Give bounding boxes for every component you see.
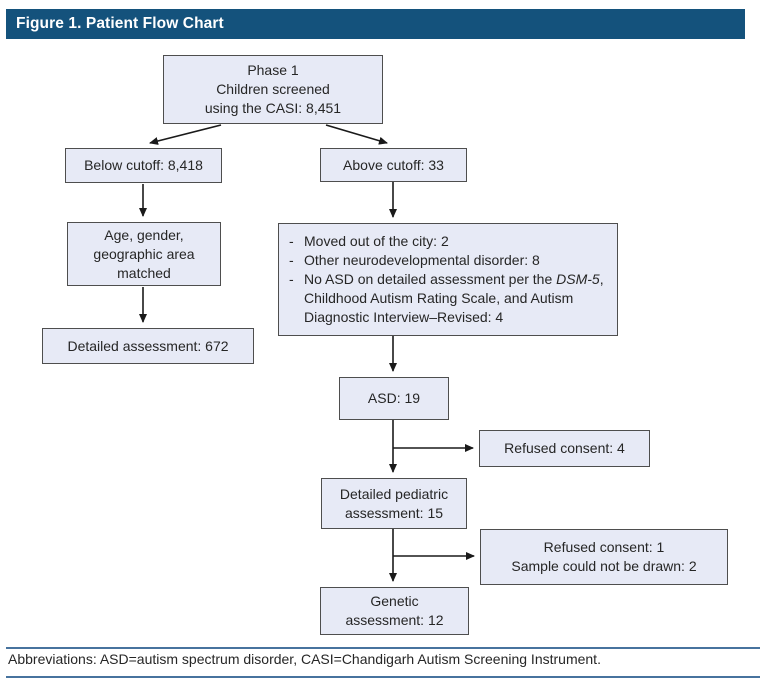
exclusion-item: - No ASD on detailed assessment per the … (289, 270, 607, 327)
arrow-phase1-to-above (325, 124, 388, 145)
node-matched: Age, gender, geographic area matched (67, 222, 221, 286)
bullet-marker: - (289, 252, 294, 268)
node-detailed-assessment: Detailed assessment: 672 (42, 328, 254, 364)
figure-title: Figure 1. Patient Flow Chart (16, 15, 224, 32)
node-asd: ASD: 19 (339, 377, 449, 420)
node-refused-consent-b-line2: Sample could not be drawn: 2 (511, 558, 697, 574)
node-refused-consent-a: Refused consent: 4 (479, 430, 650, 467)
exclusion-item-text-italic: DSM-5 (556, 271, 600, 287)
node-detailed-assessment-label: Detailed assessment: 672 (67, 337, 229, 354)
exclusion-item: - Moved out of the city: 2 (289, 232, 449, 251)
footer-rule-bottom (6, 676, 760, 678)
node-pediatric-line2: assessment: 15 (344, 504, 444, 521)
node-pediatric-line1: Detailed pediatric (339, 485, 449, 502)
exclusion-item-text: Other neurodevelopmental disorder: 8 (304, 252, 540, 268)
node-genetic-line1: Genetic (370, 593, 419, 609)
exclusion-item-text: No ASD on detailed assessment per the DS… (304, 270, 607, 327)
node-exclusions: - Moved out of the city: 2 - Other neuro… (278, 223, 618, 336)
node-matched-line3: matched (117, 264, 171, 281)
bullet-marker: - (289, 271, 294, 287)
node-above-cutoff-label: Above cutoff: 33 (343, 156, 444, 173)
node-pediatric: Detailed pediatric assessment: 15 (321, 478, 467, 529)
node-below-cutoff: Below cutoff: 8,418 (65, 148, 222, 183)
node-phase1: Phase 1 Children screened using the CASI… (163, 55, 383, 124)
node-genetic-line2: assessment: 12 (345, 612, 444, 628)
node-refused-consent-b-line1: Refused consent: 1 (543, 539, 665, 555)
node-phase1-line3: using the CASI: 8,451 (204, 100, 342, 116)
node-refused-consent-a-label: Refused consent: 4 (504, 440, 625, 456)
arrow-phase1-to-below (149, 124, 222, 145)
exclusion-item-text: Moved out of the city: 2 (304, 233, 449, 249)
node-matched-line1: Age, gender, (104, 226, 184, 243)
node-below-cutoff-label: Below cutoff: 8,418 (84, 157, 203, 173)
footer-rule-top (6, 647, 760, 649)
node-above-cutoff: Above cutoff: 33 (320, 148, 467, 182)
abbreviations-footnote: Abbreviations: ASD=autism spectrum disor… (8, 651, 601, 667)
exclusion-item: - Other neurodevelopmental disorder: 8 (289, 251, 540, 270)
node-genetic: Genetic assessment: 12 (320, 587, 469, 635)
node-phase1-line2: Children screened (216, 81, 330, 97)
node-matched-line2: geographic area (93, 245, 195, 262)
node-phase1-line1: Phase 1 (247, 62, 299, 78)
node-asd-label: ASD: 19 (367, 390, 421, 406)
exclusion-item-text-suffix: , Childhood Autism Rating Scale, and Aut… (304, 271, 604, 325)
figure-title-bar: Figure 1. Patient Flow Chart (6, 9, 745, 39)
exclusion-item-text-prefix: No ASD on detailed assessment per the (304, 271, 557, 287)
node-refused-consent-b: Refused consent: 1 Sample could not be d… (480, 529, 728, 585)
bullet-marker: - (289, 233, 294, 249)
